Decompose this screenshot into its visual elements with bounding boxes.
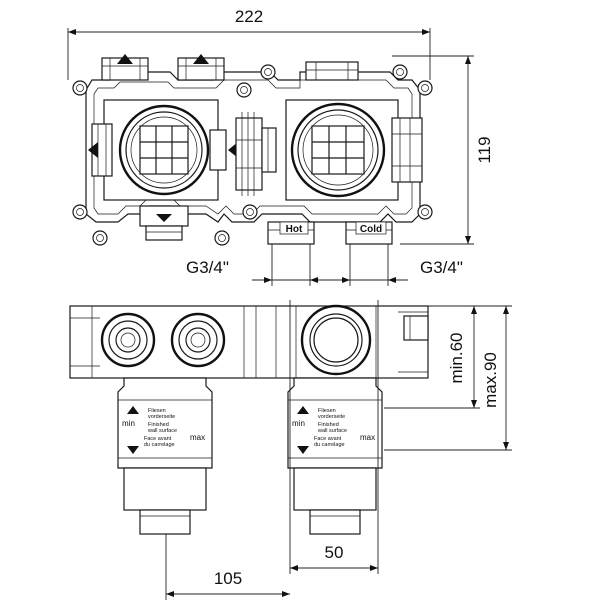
side-ports: [100, 304, 377, 378]
dimension-height-top: 119: [475, 136, 494, 163]
depth-line-6-right: du carrelage: [314, 442, 345, 448]
inlet-ports: Hot Cold: [267, 221, 393, 245]
depth-label-min-right: min: [292, 419, 305, 428]
mounting-holes: [72, 64, 433, 246]
spacing-dimensions: 50 105: [165, 300, 379, 600]
depth-label-max-right: max: [360, 433, 375, 442]
depth-line-4-left: wall surface: [147, 428, 177, 434]
top-view: 222 119: [67, 7, 494, 286]
center-ribs: [235, 112, 277, 196]
dimension-overall-width: 222: [235, 7, 263, 26]
depth-line-2-right: vorderseite: [318, 414, 345, 420]
depth-line-1-right: Fliesen: [318, 408, 336, 414]
dimension-spacing-large: 105: [214, 569, 242, 588]
depth-line-5-left: Face avant: [144, 436, 172, 442]
top-outlet-nipples: [101, 54, 359, 81]
depth-line-1-left: Fliesen: [148, 408, 166, 414]
right-valve-chamber: [285, 99, 423, 201]
port-label-hot: Hot: [286, 224, 303, 235]
depth-line-3-right: Finished: [318, 422, 339, 428]
thread-dimensions: G3/4" G3/4": [186, 244, 463, 286]
left-valve-chamber: [88, 99, 238, 241]
depth-dimensions: min.60 max.90: [384, 305, 512, 451]
dimension-min-depth: min.60: [447, 332, 466, 383]
depth-line-6-left: du carrelage: [144, 442, 175, 448]
side-view: min max Fliesen vorderseite Finished wal…: [69, 300, 512, 600]
depth-label-min-left: min: [122, 419, 135, 428]
dimension-thread-right: G3/4": [420, 258, 463, 277]
depth-label-max-left: max: [190, 433, 205, 442]
dimension-max-depth: max.90: [481, 352, 500, 408]
depth-line-5-right: Face avant: [314, 436, 342, 442]
dimension-spacing-small: 50: [325, 543, 344, 562]
depth-line-3-left: Finished: [148, 422, 169, 428]
port-label-cold: Cold: [360, 224, 382, 235]
dimension-thread-left: G3/4": [186, 258, 229, 277]
depth-line-4-right: wall surface: [317, 428, 347, 434]
left-cartridge: min max Fliesen vorderseite Finished wal…: [117, 377, 213, 535]
depth-line-2-left: vorderseite: [148, 414, 175, 420]
right-cartridge: min max Fliesen vorderseite Finished wal…: [287, 377, 383, 535]
